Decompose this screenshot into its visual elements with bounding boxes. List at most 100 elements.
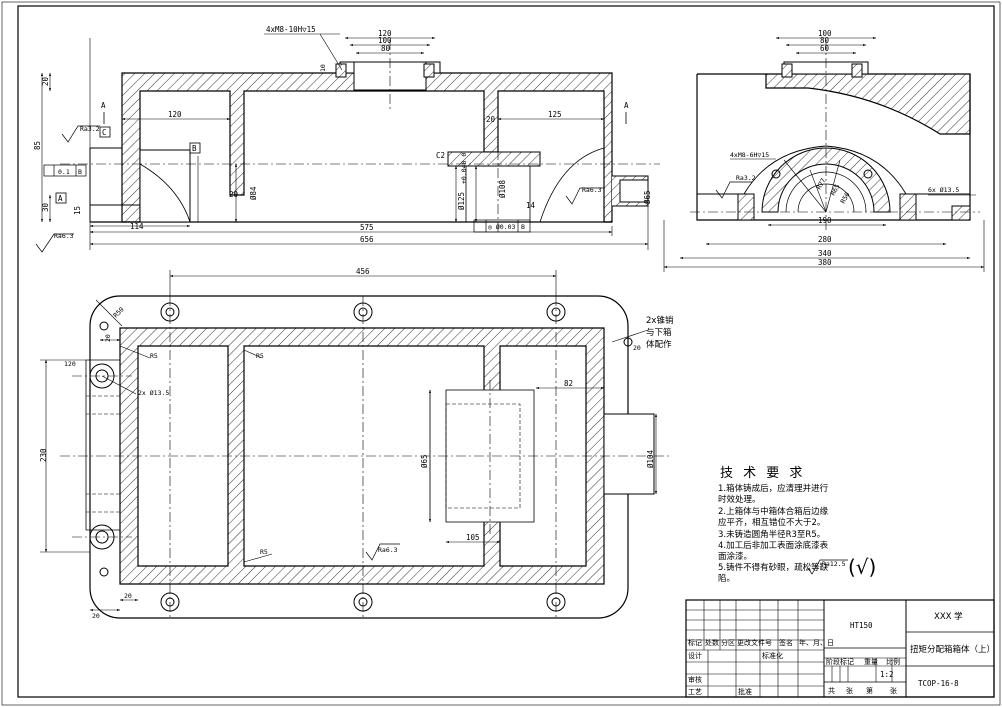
side-dim-340: 340 — [818, 249, 832, 258]
title-stage-mark: 阶段标记 — [826, 657, 854, 666]
title-sheet-no: 第 — [866, 686, 873, 695]
front-dim-20-mid: 20 — [229, 190, 239, 199]
title-material: HT150 — [850, 621, 873, 630]
technical-requirements: 技 术 要 求 1.箱体铸成后，应清理并进行 时效处理。 2.上箱体与中箱体合箱… — [718, 466, 876, 584]
plan-ra: Ra6.3 — [378, 546, 398, 554]
side-radius-65: R65 — [829, 183, 842, 197]
title-row-design: 设计 — [688, 651, 702, 660]
plan-radius-5-a: R5 — [150, 352, 158, 360]
plan-dim-105: 105 — [466, 533, 480, 542]
front-chamfer: C2 — [436, 151, 445, 160]
tech-req-line-5: 3.未铸造圆角半径R3至R5。 — [718, 529, 825, 540]
plan-dim-82: 82 — [564, 379, 573, 388]
side-thread-callout: 4xM8-6H▽15 — [730, 151, 769, 159]
tech-req-line-4: 应平齐，相互错位不大于2。 — [718, 517, 825, 528]
plan-dim-20-c: 20 — [92, 612, 100, 620]
side-dim-100: 100 — [818, 29, 832, 38]
front-tol-125: +0.040 0 — [460, 153, 468, 184]
title-row-review: 审核 — [688, 675, 702, 684]
front-dim-30: 30 — [41, 202, 50, 212]
title-block-labels: HT150 XXX 学 扭矩分配箱箱体（上） TCOP-16-8 1:2 标记 … — [688, 611, 995, 696]
front-section-a-left: A — [101, 101, 106, 110]
front-dim-120-left: 120 — [168, 110, 182, 119]
title-sheet-no-unit: 张 — [890, 686, 897, 695]
side-dim-60: 60 — [820, 44, 830, 53]
side-dim-80: 80 — [820, 36, 830, 45]
front-dim-80: 80 — [381, 44, 391, 53]
front-ra-63-left: Ra6.3 — [54, 232, 74, 240]
front-dim-10: 10 — [319, 64, 327, 72]
front-section-a-right: A — [624, 101, 629, 110]
side-dim-190: 190 — [818, 216, 832, 225]
tech-req-line-6: 4.加工后非加工表面涂底漆表 — [718, 540, 829, 551]
plan-hole-callout: 2x Ø13.5 — [138, 389, 169, 397]
front-ra-32: Ra3.2 — [80, 125, 100, 133]
front-thread-callout: 4xM8-10H▽15 — [266, 25, 316, 34]
title-hdr-date: 年、月、日 — [799, 638, 834, 647]
tech-req-line-7: 面涂漆。 — [718, 551, 752, 562]
plan-radius-5-b: R5 — [256, 352, 264, 360]
side-dim-380: 380 — [818, 258, 832, 267]
front-dim-15: 15 — [73, 206, 82, 215]
front-view-labels: 4xM8-10H▽15 120 100 80 120 125 575 656 1… — [33, 25, 652, 244]
tech-req-ra: Ra12.5 — [822, 560, 846, 568]
front-dia-108: Ø108 — [498, 179, 507, 198]
front-dim-20-right: 20 — [486, 115, 496, 124]
front-gtol-coax-ref: B — [521, 223, 525, 231]
tech-req-line-1: 1.箱体铸成后，应清理并进行 — [718, 483, 829, 494]
title-hdr-signature: 签名 — [779, 638, 793, 647]
front-gtol-perp: 0.1 — [58, 168, 70, 176]
front-dia-65: Ø65 — [643, 190, 652, 204]
plan-housing-section — [119, 327, 605, 585]
front-dim-100: 100 — [378, 36, 392, 45]
front-dim-114: 114 — [130, 222, 144, 231]
plan-pin-note-1: 2x锥销 — [646, 315, 674, 326]
plan-dia-65: Ø65 — [420, 454, 429, 468]
title-hdr-mark: 标记 — [688, 638, 702, 647]
side-housing-section — [697, 73, 971, 135]
inner-border — [17, 5, 995, 698]
side-hole-callout: 6x Ø13.5 — [928, 186, 959, 194]
plan-dim-456: 456 — [356, 267, 370, 276]
tech-req-line-8: 5.铸件不得有砂眼，疏松等缺 — [718, 562, 829, 573]
front-dim-656: 656 — [360, 235, 374, 244]
tech-req-line-9: 陷。 — [718, 573, 735, 584]
title-hdr-count: 处数 — [705, 638, 719, 647]
title-ratio: 比例 — [886, 657, 900, 666]
tech-req-title: 技 术 要 求 — [720, 466, 805, 481]
front-dim-120: 120 — [378, 29, 392, 38]
title-hdr-zone: 分区 — [721, 638, 735, 647]
plan-dia-104: Ø104 — [646, 449, 655, 468]
front-dia-125: Ø125 — [457, 192, 466, 210]
plan-dim-230: 230 — [39, 448, 48, 462]
plan-pin-note-3: 体配作 — [646, 339, 672, 350]
plan-dim-20-a: 20 — [104, 334, 112, 342]
title-weight: 重量 — [864, 658, 878, 666]
plan-radius-5-c: R5 — [260, 548, 268, 556]
plan-bolt-holes — [89, 302, 633, 612]
front-dim-125: 125 — [548, 110, 562, 119]
front-view — [35, 33, 660, 253]
front-gtol-coax: ◎ Ø0.03 — [488, 223, 515, 231]
front-gtol-perp-datum: B — [78, 168, 82, 176]
front-ra-63-right: Ra6.3 — [582, 186, 602, 194]
title-sheet-total-unit: 张 — [846, 686, 853, 695]
tech-req-line-2: 时效处理。 — [718, 494, 761, 505]
title-hdr-change-doc: 更改文件号 — [737, 638, 772, 647]
title-drawing-number: TCOP-16-8 — [918, 679, 959, 688]
roughness-symbol-icon — [807, 559, 848, 575]
plan-pin-note-2: 与下箱 — [646, 327, 672, 338]
plan-dim-20-d: 20 — [633, 344, 641, 352]
side-radius-50: R50 — [839, 191, 852, 205]
front-datum-c: C — [102, 128, 107, 137]
side-view — [663, 36, 985, 272]
plan-dim-20-b: 20 — [124, 592, 132, 600]
side-ra: Ra3.2 — [736, 174, 756, 182]
title-part-name: 扭矩分配箱箱体（上） — [910, 644, 995, 655]
front-centerlines — [60, 40, 660, 232]
title-row-process: 工艺 — [688, 688, 702, 696]
front-dim-575: 575 — [360, 223, 374, 232]
side-view-labels: 100 80 60 4xM8-6H▽15 Ra3.2 R77 R65 R50 6… — [730, 29, 959, 267]
